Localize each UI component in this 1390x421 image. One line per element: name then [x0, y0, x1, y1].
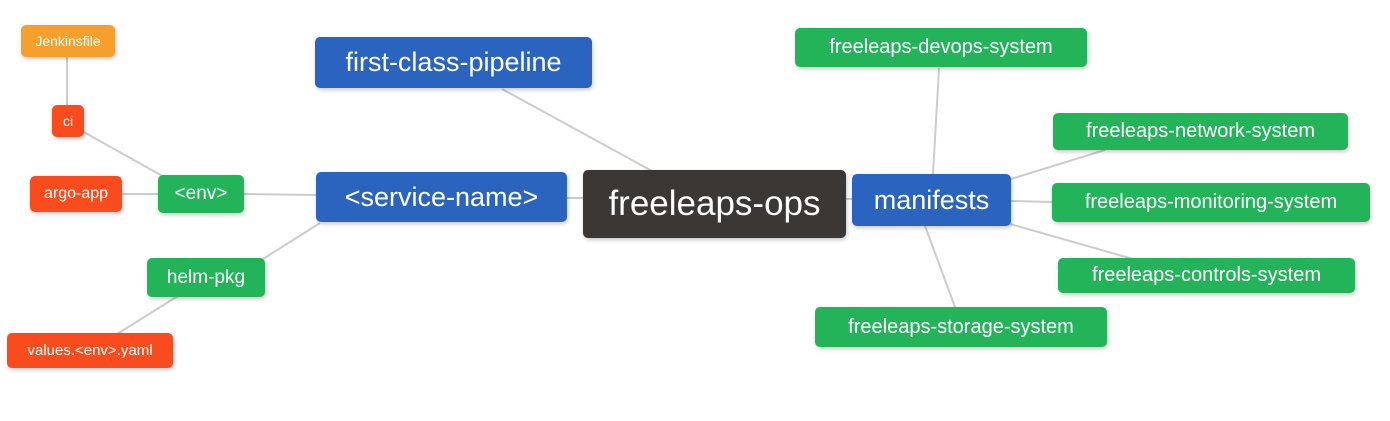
node-freeleaps-controls-system[interactable]: freeleaps-controls-system	[1058, 258, 1355, 293]
node-service-name[interactable]: <service-name>	[316, 172, 567, 222]
node-env[interactable]: <env>	[158, 175, 244, 213]
edge-manifests-monitoring	[1010, 200, 1053, 203]
node-freeleaps-ops[interactable]: freeleaps-ops	[583, 170, 846, 238]
node-first-class-pipeline[interactable]: first-class-pipeline	[315, 37, 592, 88]
node-manifests[interactable]: manifests	[852, 174, 1011, 226]
edge-manifests-network	[1010, 149, 1106, 180]
node-freeleaps-devops-system[interactable]: freeleaps-devops-system	[795, 28, 1087, 67]
node-jenkinsfile[interactable]: Jenkinsfile	[21, 25, 115, 57]
edge-pipeline-freeleapsops	[501, 88, 653, 172]
edge-manifests-storage	[924, 225, 956, 308]
edge-manifests-controls	[1009, 223, 1134, 260]
edge-ci-env	[81, 130, 167, 179]
edge-env-servicename	[243, 193, 317, 196]
node-helm-pkg[interactable]: helm-pkg	[147, 258, 265, 297]
edge-manifests-devops	[932, 67, 940, 175]
node-values-env-yaml[interactable]: values.<env>.yaml	[7, 333, 173, 368]
node-freeleaps-monitoring-system[interactable]: freeleaps-monitoring-system	[1052, 183, 1370, 222]
node-freeleaps-storage-system[interactable]: freeleaps-storage-system	[815, 307, 1107, 347]
edge-servicename-helmpkg	[262, 222, 321, 260]
edge-helmpkg-valuesyaml	[116, 295, 179, 335]
node-ci[interactable]: ci	[52, 105, 84, 137]
node-freeleaps-network-system[interactable]: freeleaps-network-system	[1053, 113, 1348, 150]
node-argo-app[interactable]: argo-app	[30, 176, 122, 212]
